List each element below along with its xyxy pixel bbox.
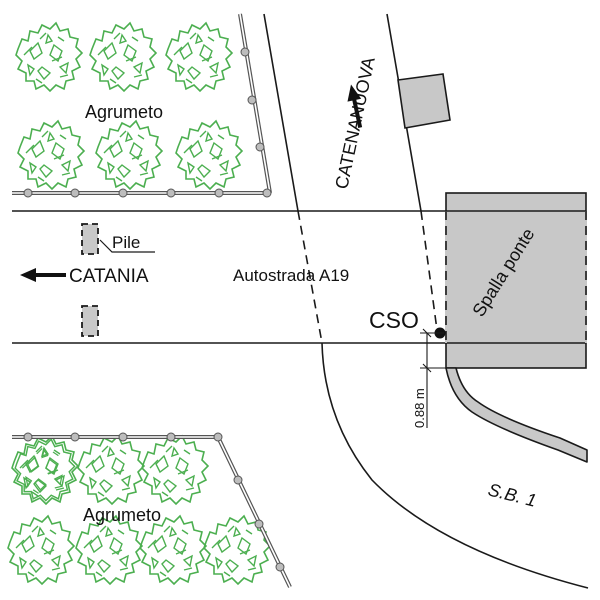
tree-icon	[77, 435, 145, 505]
pile-leader	[99, 239, 155, 253]
label-cso: CSO	[369, 307, 419, 333]
tree-icon	[175, 120, 243, 190]
curved-wall	[445, 367, 588, 463]
tree-icon	[11, 435, 79, 505]
tree-icon	[89, 22, 157, 92]
label-orchard-bottom: Agrumeto	[83, 505, 161, 525]
fence-top	[12, 13, 272, 198]
label-orchard-top: Agrumeto	[85, 102, 163, 122]
label-catania: CATANIA	[69, 266, 149, 287]
fence-bottom	[12, 432, 292, 588]
tree-icon	[75, 515, 143, 585]
tree-icon	[17, 120, 85, 190]
label-provincial-road: S.B. 1	[486, 479, 538, 510]
bridge-abutment	[445, 192, 587, 369]
tree-icon	[15, 22, 83, 92]
label-pile: Pile	[112, 233, 140, 252]
label-dimension: 0.88 m	[412, 388, 427, 428]
tree-icon	[7, 515, 75, 585]
pile-top	[81, 223, 99, 255]
arrow-up-icon	[347, 84, 363, 128]
label-catenanuova: CATENANUOVA	[331, 55, 378, 191]
tree-icon	[141, 435, 209, 505]
tree-icon	[95, 120, 163, 190]
catenanuova-road	[263, 13, 589, 589]
tree-icon	[139, 515, 207, 585]
pile-bottom	[81, 305, 99, 337]
dimension-line	[420, 328, 446, 428]
tree-icon	[165, 22, 233, 92]
building	[397, 73, 451, 129]
arrow-left-icon	[20, 268, 66, 282]
piles	[81, 223, 99, 337]
label-motorway: Autostrada A19	[233, 266, 349, 285]
